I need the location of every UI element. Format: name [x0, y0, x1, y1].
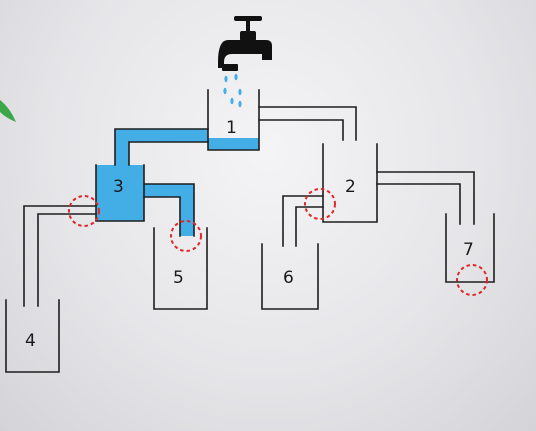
- pipe-network: [5, 89, 495, 373]
- container-label-5: 5: [173, 268, 184, 288]
- container-label-2: 2: [345, 177, 356, 197]
- container-label-6: 6: [283, 268, 294, 288]
- container-label-3: 3: [113, 177, 124, 197]
- container-label-1: 1: [226, 118, 237, 138]
- blockage-marker-icon: [456, 264, 488, 296]
- container-label-7: 7: [463, 240, 474, 260]
- blockage-marker-icon: [304, 188, 336, 220]
- water-fill: [96, 129, 259, 236]
- container-labels: 1 2 3 4 5 6 7: [25, 118, 474, 351]
- leaf-icon: [0, 100, 16, 122]
- faucet-icon: [218, 16, 272, 71]
- blockage-markers: [68, 188, 488, 296]
- blockage-marker-icon: [170, 220, 202, 252]
- water-drop-icon: [223, 73, 242, 108]
- blockage-marker-icon: [68, 195, 100, 227]
- container-label-4: 4: [25, 331, 36, 351]
